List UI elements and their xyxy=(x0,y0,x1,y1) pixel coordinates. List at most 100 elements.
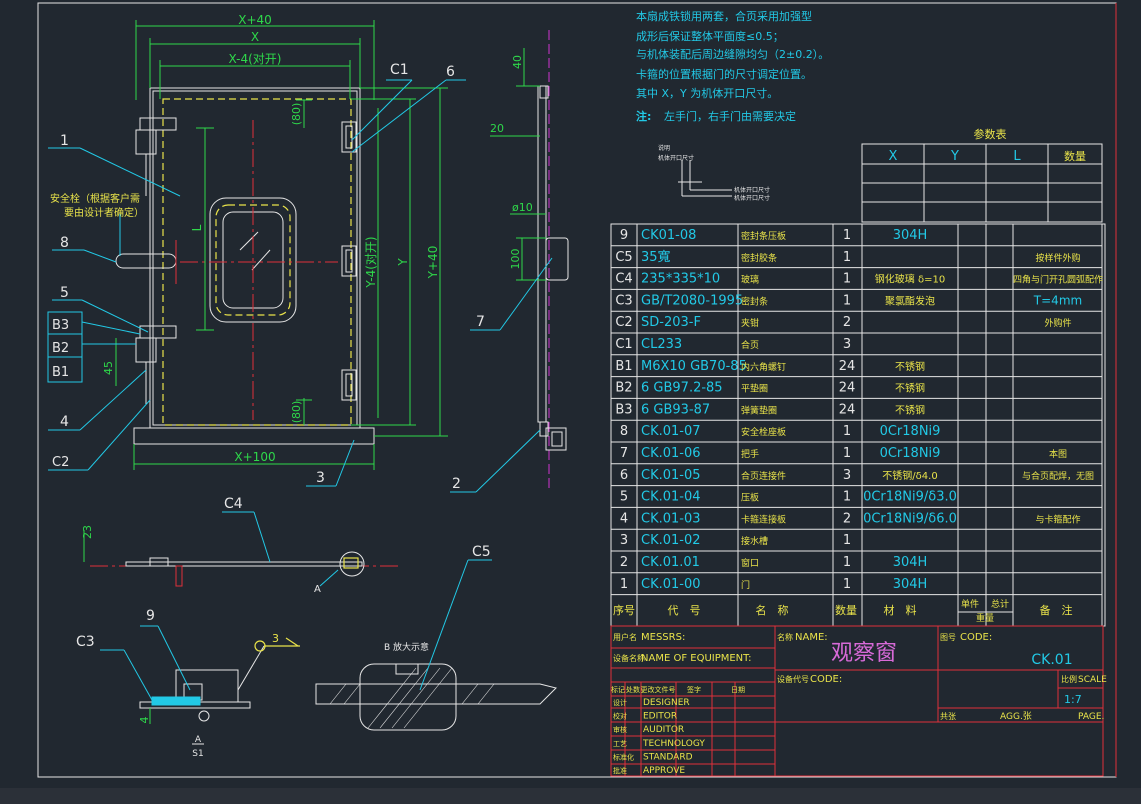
bom-cell-qty: 1 xyxy=(843,293,851,308)
tb-role-cn: 设计 xyxy=(613,698,627,707)
bom-cell-no: C4 xyxy=(615,272,632,287)
callout-c5: C5 xyxy=(472,544,491,560)
bom-footer-total: 总计 xyxy=(991,598,1009,610)
bom-cell-code: CK.01-05 xyxy=(641,468,701,483)
bom-cell-no: C5 xyxy=(615,250,632,265)
bom-cell-code: CK.01-02 xyxy=(641,533,701,548)
tb-role-en: EDITOR xyxy=(643,712,677,722)
bom-cell-mat: 不锈钢 xyxy=(895,360,925,373)
bom-cell-qty: 1 xyxy=(843,490,851,505)
door-front-view xyxy=(115,20,448,470)
tb-mark-h1: 处数 xyxy=(626,685,640,694)
bom-cell-no: 9 xyxy=(620,228,628,243)
bom-footer-code: 代 号 xyxy=(668,604,701,617)
bom-cell-mat: 304H xyxy=(893,577,928,592)
callout-1: 1 xyxy=(60,133,69,149)
bom-cell-code: CK.01-06 xyxy=(641,446,701,461)
section-view-top xyxy=(83,511,400,587)
dim-80-bottom: (80) xyxy=(290,401,303,424)
note-line-4: 卡箍的位置根据门的尺寸调定位置。 xyxy=(636,67,812,81)
bom-footer: 序号 代 号 名 称 数量 材 料 单件 总计 重量 备 注 xyxy=(613,598,1073,624)
bom-cell-code: CK.01-07 xyxy=(641,424,701,439)
bom-cell-note: 外购件 xyxy=(1044,317,1071,329)
bom-cell-mat: 304H xyxy=(893,555,928,570)
tb-role-en: APPROVE xyxy=(643,766,685,776)
bom-cell-no: B3 xyxy=(615,402,632,417)
tb-scale-cn: 比例 xyxy=(1061,674,1077,684)
tb-name-cn: 名称 xyxy=(777,632,793,642)
bom-cell-mat: 不锈钢 xyxy=(895,382,925,395)
note-prefix: 注: xyxy=(636,109,651,123)
dim-y40: Y+40 xyxy=(426,246,440,280)
bom-cell-name: 卡箍连接板 xyxy=(741,513,786,525)
callout-9: 9 xyxy=(146,608,155,624)
bom-cell-qty: 24 xyxy=(839,359,856,374)
dim-3: 3 xyxy=(272,632,279,645)
tb-code-value: CK.01 xyxy=(1031,652,1072,668)
tb-name-en: NAME: xyxy=(795,632,828,643)
dim-40: 40 xyxy=(511,55,524,69)
tb-role-cn: 校对 xyxy=(613,712,627,721)
param-header-qty: 数量 xyxy=(1064,150,1086,163)
callout-b-detail: B 放大示意 xyxy=(384,641,429,653)
callout-6: 6 xyxy=(446,64,455,80)
leader-note-3: 机体开口尺寸 xyxy=(734,186,770,194)
tb-scale-value: 1:7 xyxy=(1064,693,1082,706)
note-line-5: 其中 X，Y 为机体开口尺寸。 xyxy=(636,86,778,100)
bom-cell-code: CK.01.01 xyxy=(641,555,700,570)
bom-cell-no: 2 xyxy=(620,555,628,570)
bom-cell-no: 4 xyxy=(620,511,628,526)
tb-qty-cn: 共张 xyxy=(940,712,956,721)
bom-cell-qty: 1 xyxy=(843,533,851,548)
bom-cell-qty: 1 xyxy=(843,446,851,461)
bom-cell-qty: 1 xyxy=(843,272,851,287)
callout-3: 3 xyxy=(316,470,325,486)
dim-l: L xyxy=(190,224,204,231)
bom-cell-no: B2 xyxy=(615,381,632,396)
bom-cell-code: SD-203-F xyxy=(641,315,701,330)
dim-x4: X-4(对开) xyxy=(229,52,282,66)
bom-cell-qty: 1 xyxy=(843,577,851,592)
tb-mark-h0: 标记 xyxy=(611,685,625,694)
bom-cell-no: 1 xyxy=(620,577,628,592)
bom-cell-code: 35寬 xyxy=(641,249,671,265)
note-line-1: 本扇成铁锁用两套，合页采用加强型 xyxy=(636,9,812,23)
tb-mark-h3: 签字 xyxy=(687,685,701,694)
note-line-6: 左手门，右手门由需要决定 xyxy=(664,109,796,123)
bom-cell-code: CL233 xyxy=(641,337,682,352)
note-line-2: 成形后保证整体平面度≤0.5； xyxy=(636,29,784,43)
parameter-table: 参数表 X Y L 数量 xyxy=(861,127,1103,223)
callout-8: 8 xyxy=(60,235,69,251)
bom-cell-name: 合页连接件 xyxy=(741,470,786,482)
bom-cell-qty: 1 xyxy=(843,250,851,265)
tb-mark-h4: 日期 xyxy=(731,686,745,694)
callout-7: 7 xyxy=(476,314,485,330)
callout-4: 4 xyxy=(60,414,69,430)
callout-b2: B2 xyxy=(52,341,69,356)
dim-20: 20 xyxy=(490,122,504,135)
sheet-frame xyxy=(37,2,1117,778)
safety-note-line2: 要由设计者确定） xyxy=(64,206,144,219)
bom-footer-name: 名 称 xyxy=(756,603,789,617)
tb-agg: AGG.张 xyxy=(1000,711,1032,722)
tb-code-cn: 图号 xyxy=(940,633,956,642)
bom-cell-name: 密封胶条 xyxy=(741,252,777,264)
tb-role-cn: 标准化 xyxy=(613,752,634,761)
bom-cell-qty: 2 xyxy=(843,511,851,526)
tb-page: PAGE. xyxy=(1078,712,1104,722)
bom-cell-code: 6 GB97.2-85 xyxy=(641,381,723,396)
dim-45: 45 xyxy=(102,361,115,375)
dim-x: X xyxy=(251,30,259,44)
bom-cell-note: 与卡箍配作 xyxy=(1035,513,1080,525)
bom-cell-no: 8 xyxy=(620,424,628,439)
